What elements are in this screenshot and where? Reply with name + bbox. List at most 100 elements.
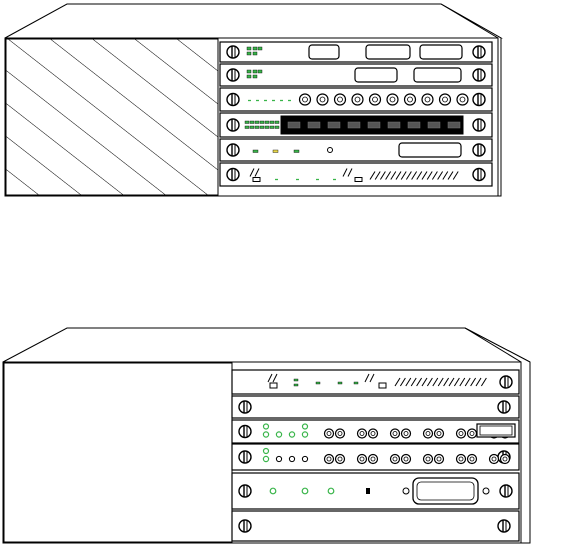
status-led — [294, 379, 298, 381]
knob-icon — [336, 429, 345, 438]
status-led — [253, 70, 257, 73]
status-led — [253, 52, 257, 55]
status-led — [354, 382, 358, 384]
rack-handle-icon — [227, 46, 239, 58]
switch — [270, 383, 277, 388]
knob-icon — [490, 455, 499, 464]
status-led — [270, 121, 274, 124]
status-led — [276, 456, 281, 461]
knob-icon — [405, 94, 416, 105]
status-led — [247, 47, 251, 50]
status-led — [253, 150, 258, 153]
module-t5 — [220, 139, 492, 161]
module-faceplate — [232, 370, 519, 394]
status-led — [264, 424, 269, 429]
rack-handle-icon — [239, 401, 251, 413]
display-segment — [448, 122, 460, 128]
status-led — [247, 75, 251, 78]
status-led — [265, 121, 269, 124]
rack-handle-icon — [227, 94, 239, 106]
display-segment — [288, 122, 300, 128]
bottom-unit — [3, 328, 530, 543]
display-segment — [348, 122, 360, 128]
module-b3 — [232, 420, 519, 443]
status-led — [258, 70, 262, 73]
rack-handle-icon — [498, 401, 510, 413]
status-led — [294, 384, 298, 386]
module-b4 — [232, 444, 519, 470]
rack-handle-icon — [227, 119, 239, 131]
status-led — [253, 75, 257, 78]
status-led — [255, 126, 259, 129]
knob-icon — [440, 94, 451, 105]
knob-icon — [435, 429, 444, 438]
module-b2 — [232, 396, 519, 418]
bottom-unit-roof — [3, 328, 530, 362]
top-unit — [5, 4, 501, 196]
module-t2 — [220, 64, 492, 86]
knob-icon — [358, 429, 367, 438]
status-led — [289, 432, 294, 437]
status-led — [276, 432, 281, 437]
knob-icon — [335, 94, 346, 105]
status-led — [270, 126, 274, 129]
knob-icon — [336, 455, 345, 464]
status-led — [275, 126, 279, 129]
status-led — [258, 47, 262, 50]
knob-icon — [424, 455, 433, 464]
knob-icon — [370, 94, 381, 105]
knob-icon — [358, 455, 367, 464]
status-led — [338, 382, 342, 384]
rack-handle-icon — [473, 69, 485, 81]
knob-icon — [325, 429, 334, 438]
module-t4 — [220, 113, 492, 137]
rack-handle-icon — [500, 485, 512, 497]
status-led — [275, 121, 279, 124]
module-b6 — [232, 511, 519, 541]
knob-icon — [402, 429, 411, 438]
knob-icon — [457, 429, 466, 438]
rack-handle-icon — [239, 485, 251, 497]
rack-handle-icon — [473, 169, 485, 181]
status-led — [263, 456, 268, 461]
knob-icon — [402, 455, 411, 464]
knob-icon — [300, 94, 311, 105]
status-led — [263, 432, 268, 437]
status-led — [260, 126, 264, 129]
card-slot-inner — [480, 426, 512, 435]
knob-icon — [387, 94, 398, 105]
knob-icon — [369, 429, 378, 438]
switch — [253, 178, 260, 182]
knob-icon — [352, 94, 363, 105]
rack-handle-icon — [227, 69, 239, 81]
card-slot — [355, 68, 397, 82]
top-unit-module-stack — [220, 42, 492, 186]
switch — [355, 178, 362, 182]
knob-icon — [435, 455, 444, 464]
rack-handle-icon — [473, 94, 485, 106]
display-segment — [428, 122, 440, 128]
status-led — [245, 126, 249, 129]
status-led — [303, 424, 308, 429]
status-led — [302, 488, 308, 494]
card-slot — [414, 68, 461, 82]
module-t1 — [220, 42, 492, 62]
status-led — [294, 150, 299, 153]
card-slot — [366, 45, 410, 59]
indicator-ring — [403, 488, 409, 494]
status-led — [270, 488, 276, 494]
status-led — [302, 456, 307, 461]
status-led — [302, 432, 307, 437]
bottom-unit-blank-panel — [4, 363, 232, 542]
top-unit-roof — [5, 4, 501, 38]
display-segment — [408, 122, 420, 128]
display-segment — [308, 122, 320, 128]
rack-handle-icon — [473, 119, 485, 131]
rack-handle-icon — [498, 520, 510, 532]
rack-handle-icon — [239, 451, 251, 463]
indicator-ring — [328, 148, 333, 153]
status-led — [289, 456, 294, 461]
rack-handle-icon — [239, 520, 251, 532]
module-t6 — [220, 163, 492, 186]
